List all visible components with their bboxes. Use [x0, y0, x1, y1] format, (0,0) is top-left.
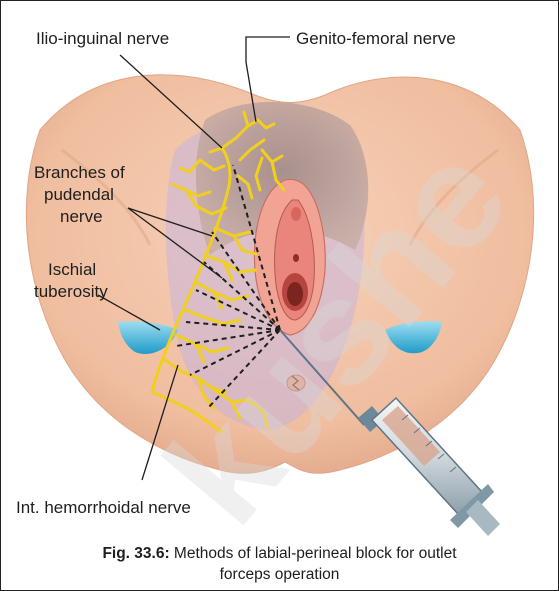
label-ischial-line-1: Ischial: [48, 260, 96, 279]
label-genito-femoral-nerve: Genito-femoral nerve: [296, 29, 456, 48]
figure-number: Fig. 33.6:: [102, 545, 169, 562]
caption-text-1: Methods of labial-perineal block for out…: [170, 545, 457, 562]
figure-caption: Fig. 33.6: Methods of labial-perineal bl…: [0, 543, 559, 585]
clitoris: [291, 207, 301, 221]
label-branches-line-1: Branches of: [34, 163, 125, 182]
label-ischial-line-2: tuberosity: [34, 282, 108, 301]
label-branches-line-2: pudendal: [44, 185, 114, 204]
label-branches-line-3: nerve: [60, 207, 103, 226]
caption-line-2: forceps operation: [0, 564, 559, 585]
label-ilio-inguinal-nerve: Ilio-inguinal nerve: [36, 29, 169, 48]
caption-line-1: Fig. 33.6: Methods of labial-perineal bl…: [0, 543, 559, 564]
label-int-hemorrhoidal-nerve: Int. hemorrhoidal nerve: [16, 498, 191, 517]
